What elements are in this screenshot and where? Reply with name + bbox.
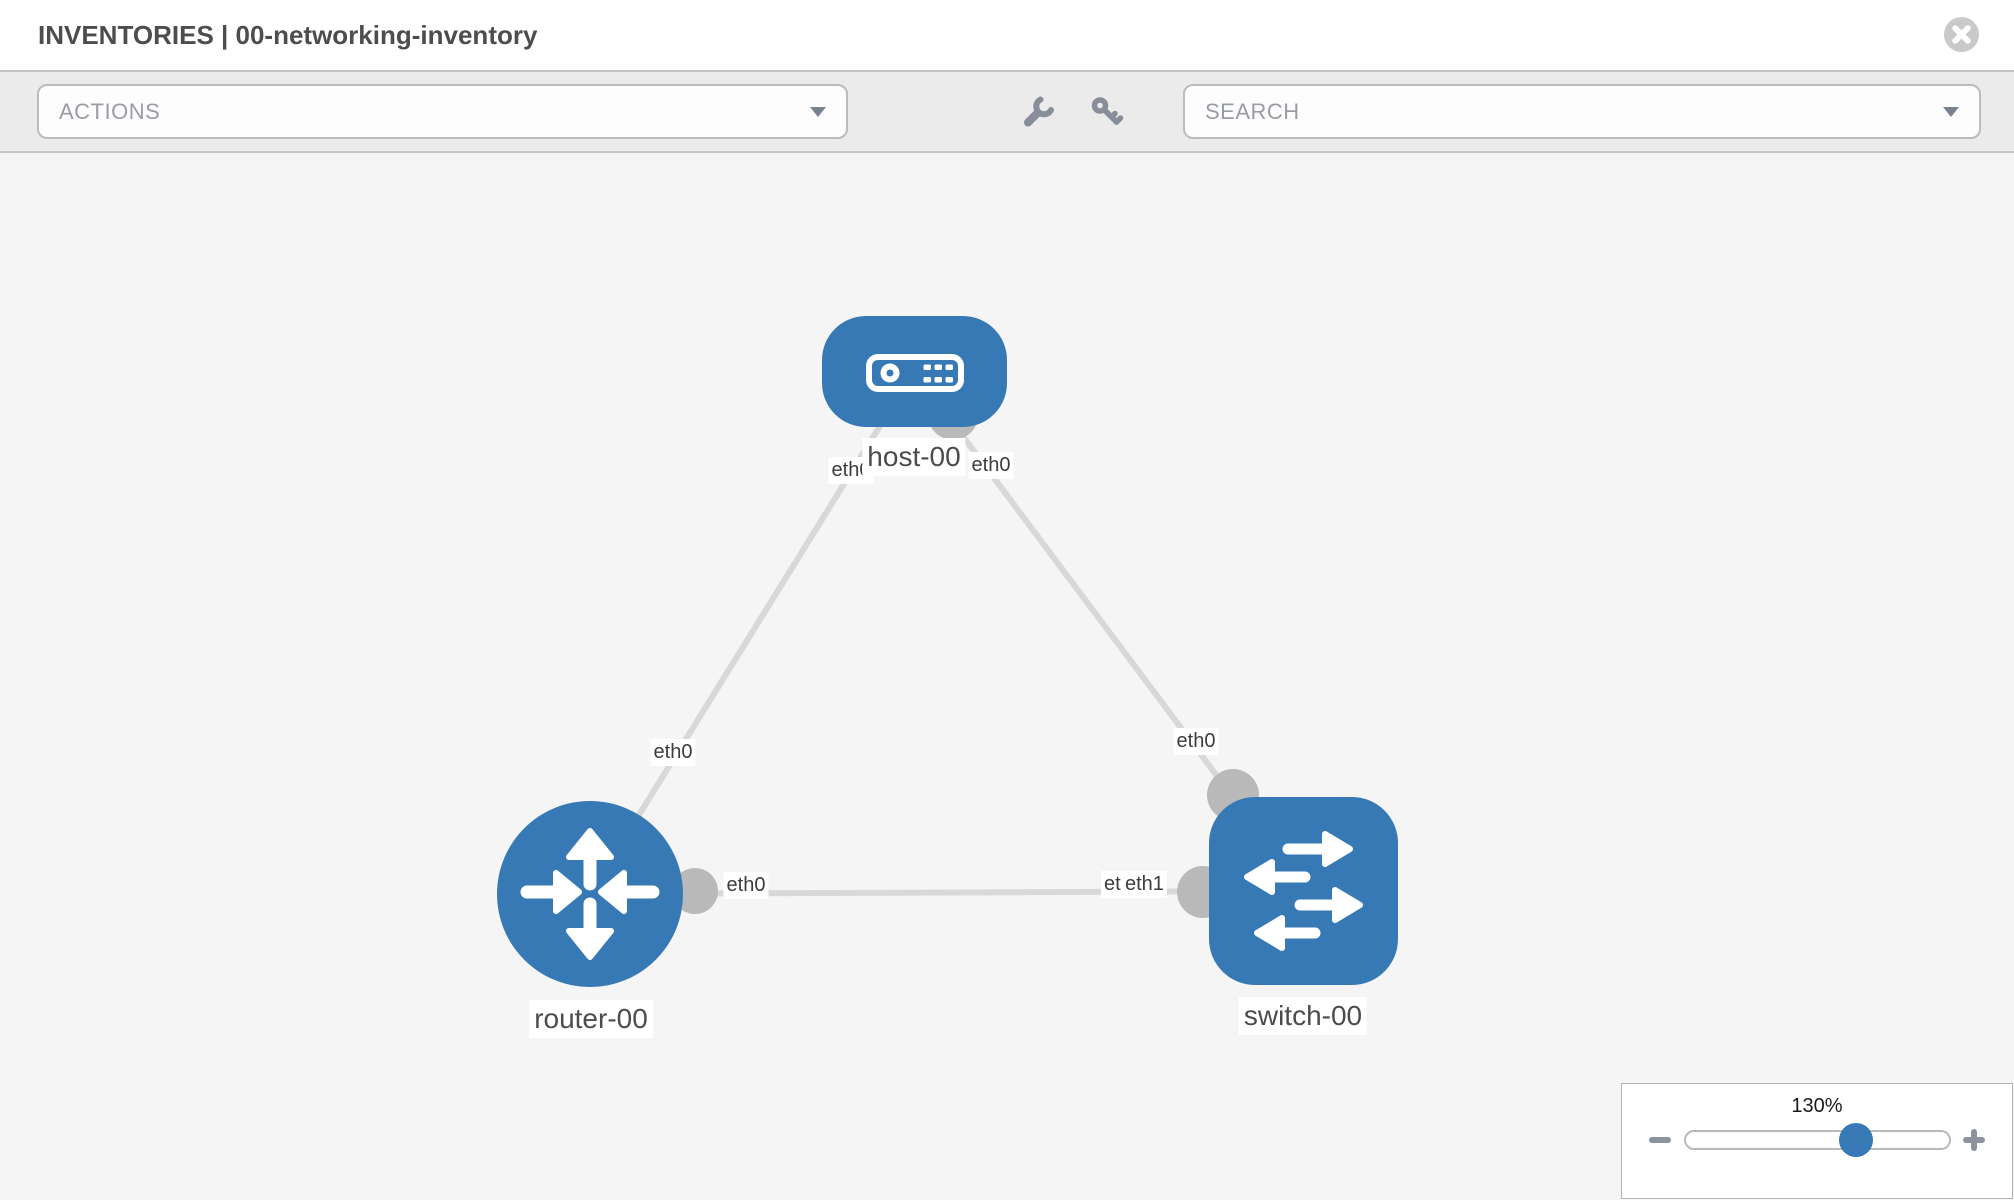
interface-label: eth0 (723, 872, 769, 899)
actions-dropdown[interactable]: ACTIONS (37, 84, 848, 139)
zoom-slider[interactable] (1683, 1123, 1951, 1157)
node-label-router: router-00 (529, 1000, 653, 1038)
node-router-00[interactable] (497, 801, 683, 987)
chevron-down-icon (810, 106, 826, 117)
wrench-icon (1024, 96, 1054, 126)
interface-label: eth0 (1173, 728, 1219, 755)
search-dropdown-label: SEARCH (1205, 98, 1300, 124)
toolbar-icons (1019, 96, 1127, 128)
zoom-in-button[interactable] (1961, 1127, 1987, 1153)
node-label-host: host-00 (862, 438, 966, 476)
node-host-00[interactable] (822, 316, 1007, 427)
zoom-out-button[interactable] (1647, 1127, 1673, 1153)
interface-label: eth1 (1122, 871, 1167, 898)
header: INVENTORIES | 00-networking-inventory (0, 0, 2014, 70)
minus-icon (1649, 1137, 1671, 1143)
close-button[interactable] (1943, 16, 1980, 53)
router-icon (520, 828, 660, 960)
close-icon (1943, 16, 1980, 53)
zoom-panel: 130% (1621, 1083, 2013, 1199)
plus-icon (1971, 1129, 1977, 1151)
switch-icon (1244, 831, 1363, 951)
key-button[interactable] (1089, 96, 1127, 128)
configure-button[interactable] (1019, 96, 1057, 128)
zoom-level: 130% (1791, 1095, 1843, 1117)
key-icon (1091, 96, 1124, 125)
interface-connector[interactable] (672, 868, 718, 914)
search-dropdown[interactable]: SEARCH (1183, 84, 1981, 139)
host-icon (866, 354, 964, 392)
page-title: INVENTORIES | 00-networking-inventory (38, 19, 538, 50)
zoom-slider-thumb[interactable] (1839, 1123, 1874, 1157)
chevron-down-icon (1943, 106, 1959, 117)
zoom-slider-row (1622, 1123, 2012, 1157)
interface-label: eth0 (968, 452, 1014, 479)
node-label-switch: switch-00 (1238, 997, 1368, 1035)
actions-dropdown-label: ACTIONS (59, 98, 161, 124)
node-switch-00[interactable] (1209, 797, 1398, 985)
interface-label: eth0 (650, 739, 696, 766)
toolbar: ACTIONS (0, 70, 2014, 153)
